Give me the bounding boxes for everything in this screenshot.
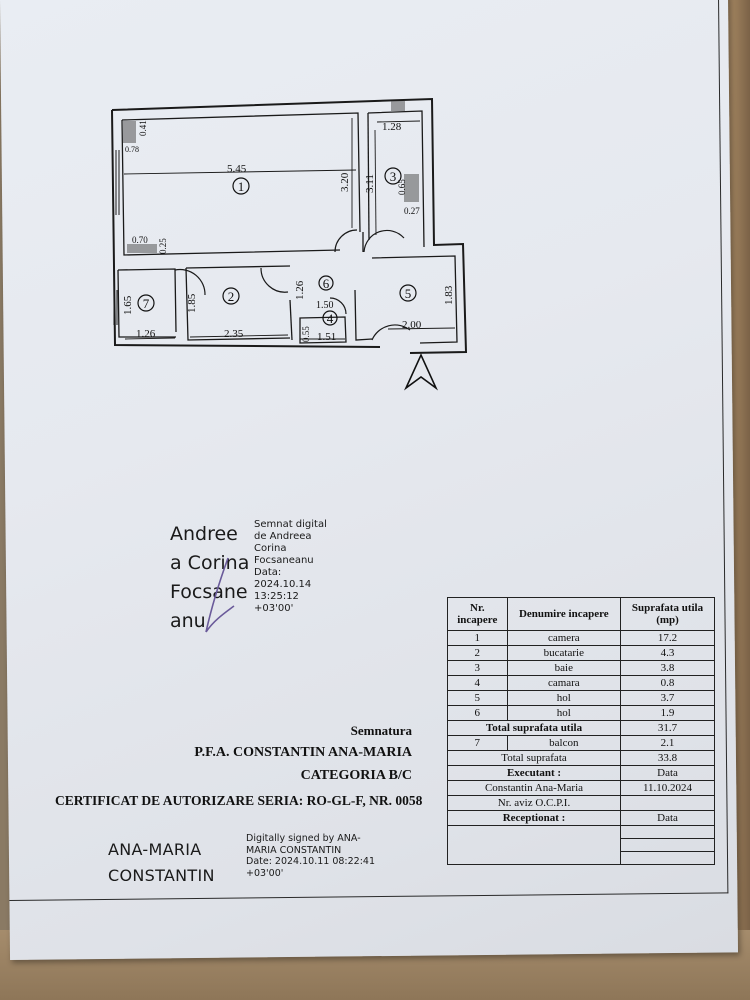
signature-scribble-icon (205, 557, 235, 633)
stamp-categoria: CATEGORIA B/C (300, 768, 412, 783)
blank-row (448, 851, 715, 865)
header-nr: Nr. incapere (447, 597, 508, 631)
dim-0-41: 0.41 (138, 120, 148, 136)
dim-1-85: 1.85 (186, 293, 198, 313)
room-number-1: 1 (238, 179, 245, 194)
signature-bottom-meta: Digitally signed by ANA- MARIA CONSTANTI… (246, 833, 376, 879)
dim-1-51: 1.51 (317, 331, 336, 343)
dim-0-78: 0.78 (125, 145, 139, 154)
room-number-2: 2 (228, 289, 235, 304)
dim-1-50: 1.50 (316, 300, 334, 311)
dim-0-65: 0.65 (397, 179, 407, 195)
total-utila-row: Total suprafata utila 31.7 (446, 720, 715, 736)
executant-row: Executant : Data (446, 765, 715, 781)
stamp-semnatura: Semnatura (350, 723, 412, 738)
dim-1-83: 1.83 (443, 285, 455, 305)
signature-bottom-name: ANA-MARIA CONSTANTIN (108, 840, 215, 885)
dim-3-20: 3.20 (339, 172, 351, 192)
table-row: 5 hol 3.7 (447, 690, 715, 706)
room-number-3: 3 (390, 169, 397, 184)
dim-0-70: 0.70 (132, 235, 148, 245)
dim-1-26-b: 1.26 (294, 280, 306, 300)
dim-1-26-a: 1.26 (136, 328, 156, 340)
total-row: Total suprafata 33.8 (446, 750, 715, 766)
dim-0-25: 0.25 (158, 238, 168, 254)
dim-3-11: 3.11 (364, 174, 376, 193)
stamp-certificat: CERTIFICAT DE AUTORIZARE SERIA: RO-GL-F,… (55, 793, 423, 808)
balcon-row: 7 balcon 2.1 (447, 735, 715, 751)
column-hatch (123, 121, 136, 143)
signature-left-name: Andree a Corina Focsane anu (170, 523, 250, 632)
room-number-4: 4 (327, 311, 334, 326)
dim-1-65: 1.65 (122, 295, 134, 315)
signature-left-meta: Semnat digital de Andreea Corina Focsane… (254, 519, 327, 614)
room-number-5: 5 (405, 286, 412, 301)
room-number-7: 7 (143, 296, 150, 311)
entrance-arrow-icon (404, 353, 438, 391)
table-row: 1 camera 17.2 (447, 630, 715, 646)
table-row: 3 baie 3.8 (447, 660, 715, 676)
floor-plan: 1 3 2 4 5 6 7 5.45 3.20 3.11 1.28 0.41 0… (111, 97, 468, 391)
table-row: 2 bucatarie 4.3 (447, 645, 715, 661)
rooms-table: Nr. incapere Denumire incapere Suprafata… (446, 597, 715, 865)
dim-1-28: 1.28 (382, 121, 402, 133)
dim-5-45: 5.45 (227, 163, 247, 175)
header-denumire: Denumire incapere (506, 597, 622, 631)
aviz-row: Nr. aviz O.C.P.I. (446, 795, 715, 811)
blank-row (446, 825, 715, 865)
room-number-6: 6 (323, 276, 330, 291)
dim-0-27: 0.27 (404, 206, 420, 216)
dim-2-35: 2.35 (224, 328, 244, 340)
table-row: 4 camara 0.8 (447, 675, 715, 691)
executant-name-row: Constantin Ana-Maria 11.10.2024 (446, 780, 715, 796)
dim-2-00: 2.00 (402, 319, 422, 331)
stamp-pfa: P.F.A. CONSTANTIN ANA-MARIA (194, 745, 412, 760)
table-row: 6 hol 1.9 (447, 705, 715, 721)
dim-0-55: 0.55 (301, 326, 311, 342)
header-suprafata: Suprafata utila (mp) (620, 597, 715, 631)
receptionat-row: Receptionat : Data (446, 810, 715, 826)
